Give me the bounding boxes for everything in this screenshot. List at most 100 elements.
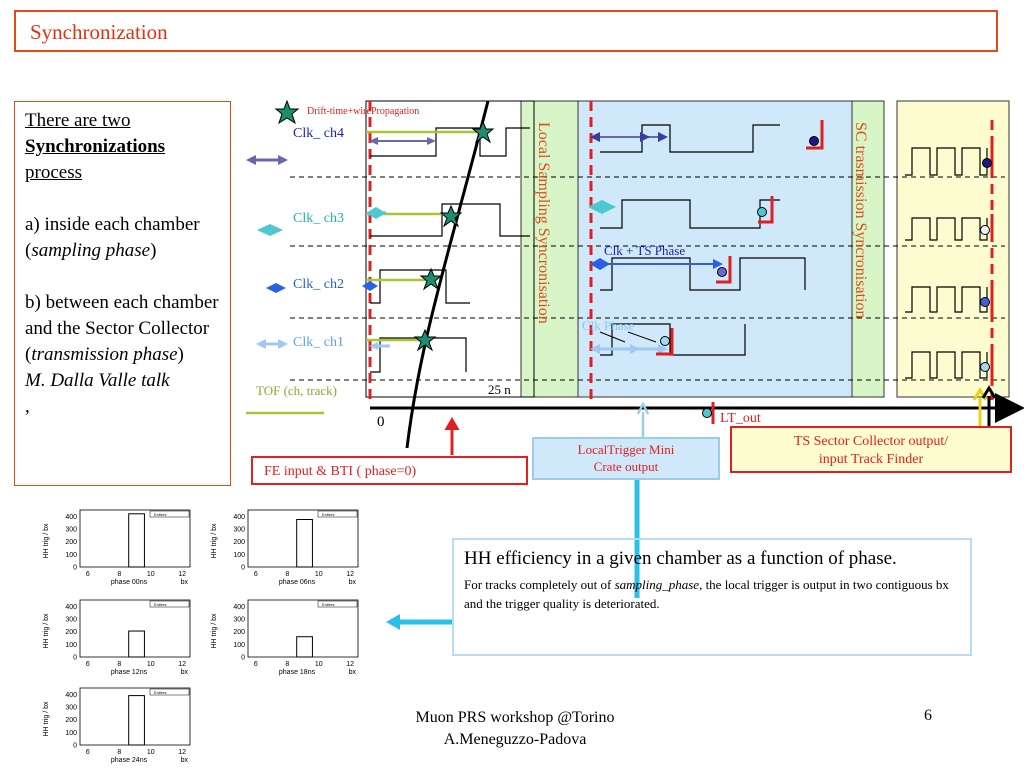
hist-ytick: 300 [65,705,77,712]
hist-stats-box [149,688,190,696]
hist-xtick: 12 [346,661,354,668]
clk-ch3-label: Clk_ ch3 [293,211,344,226]
hist-xtick: 8 [117,661,121,668]
hh-desc-prefix: For tracks completely out of [464,577,615,592]
lt-out-label: LT_out [720,411,761,426]
local-trigger-line1: LocalTrigger Mini [578,442,675,457]
hist-ylabel: HH trig / bx [211,523,218,559]
hh-efficiency-box: HH efficiency in a given chamber as a fu… [452,538,972,656]
item-b-italic: transmission phase [31,344,178,365]
hist-xtick: 6 [86,571,90,578]
left-clock-arrows [246,155,288,349]
left-text-panel: There are two Synchronizations process a… [14,101,231,486]
chamber-arrows [362,137,436,350]
yellow-band [896,100,1010,398]
sync-bold: Synchronizations [25,136,166,157]
yellow-waveforms [905,147,988,379]
hist-ytick: 400 [233,514,245,521]
hist-ytick: 200 [65,539,77,546]
hist-ylabel: HH trig / bx [43,523,50,559]
ch2-diamond [266,283,286,293]
hist-xtick: 8 [285,661,289,668]
hist-ytick: 300 [233,617,245,624]
clk-phase-label: Clk Phase [582,318,635,333]
hist-ylabel: HH trig / bx [43,701,50,737]
hist-phase-label: phase 06ns [279,579,316,586]
star-markers [274,99,495,352]
star-icon [439,204,463,228]
hist-stats-box [317,510,358,518]
hist-ytick: 0 [241,655,245,662]
title-box: Synchronization [14,10,998,52]
hist-stats-box [149,600,190,608]
yellow-dots [980,158,992,372]
clk-ch2-label: Clk_ ch2 [293,277,344,292]
drift-curve [405,100,490,449]
hist-xtick: 12 [178,571,186,578]
hist-stats-label: Entries [154,512,166,517]
star-icon [274,99,300,125]
hist-ytick: 400 [233,604,245,611]
hist-bar [128,513,145,568]
ts-sector-line1: TS Sector Collector output/ [794,434,948,449]
star-icon [413,328,437,352]
hist-xtick: 10 [147,661,155,668]
hist-xlabel: bx [181,669,189,676]
hh-title: HH efficiency in a given chamber as a fu… [464,548,897,569]
sc-transmission-band [851,100,885,398]
local-sampling-label: Local Sampling Syncronisation [535,122,552,324]
intro-text: There are two [25,110,131,131]
hh-desc-italic: sampling_phase, [614,577,703,592]
slide-title: Synchronization [30,20,168,44]
hist-xtick: 12 [178,749,186,756]
sc-transmission-label: SC trasmission Syncronisation [852,122,869,318]
item-b-suffix: ) [177,344,184,365]
blue-band-arrows [588,132,723,354]
hist-stats-box [149,510,190,518]
hist-ytick: 200 [233,629,245,636]
hist-xtick: 8 [117,571,121,578]
hist-phase-label: phase 12ns [111,669,148,676]
hist-xtick: 6 [86,749,90,756]
page-number: 6 [924,707,932,724]
hist-stats-label: Entries [322,602,334,607]
hist-ytick: 100 [233,642,245,649]
clk-ch4-label: Clk_ ch4 [293,126,344,141]
hist-bar [128,695,145,746]
hist-ytick: 300 [233,527,245,534]
footer: Muon PRS workshop @Torino A.Meneguzzo-Pa… [380,707,650,751]
hist-ytick: 100 [65,552,77,559]
tail-comma: , [25,396,30,417]
talk-ref: M. Dalla Valle talk [25,370,170,391]
hist-stats-label: Entries [322,512,334,517]
red-trigger-marks [656,120,824,424]
item-b: b) between each chamber and the Sector C… [25,290,220,420]
hist-xlabel: bx [181,757,189,764]
clk-ch1-label: Clk_ ch1 [293,335,344,350]
item-a-suffix: ) [150,240,157,261]
tof-label: TOF (ch, track) [256,383,337,398]
fe-input-label: FE input & BTI ( phase=0) [264,464,416,479]
hist-ytick: 100 [65,730,77,737]
fe-input-box [251,456,528,485]
hist-ytick: 200 [233,539,245,546]
hist-xlabel: bx [349,579,357,586]
hist-xtick: 10 [315,661,323,668]
hist-bar [296,636,313,658]
hist-ytick: 0 [73,565,77,572]
trigger-dots [660,136,819,418]
item-a-italic: sampling phase [31,240,151,261]
item-b-prefix: b) between each chamber and the Sector C… [25,292,219,365]
hist-xtick: 6 [86,661,90,668]
ns-label: 25 n [488,382,511,397]
hist-stats-label: Entries [154,602,166,607]
hist-ytick: 0 [73,743,77,750]
ts-sector-line2: input Track Finder [819,452,924,467]
